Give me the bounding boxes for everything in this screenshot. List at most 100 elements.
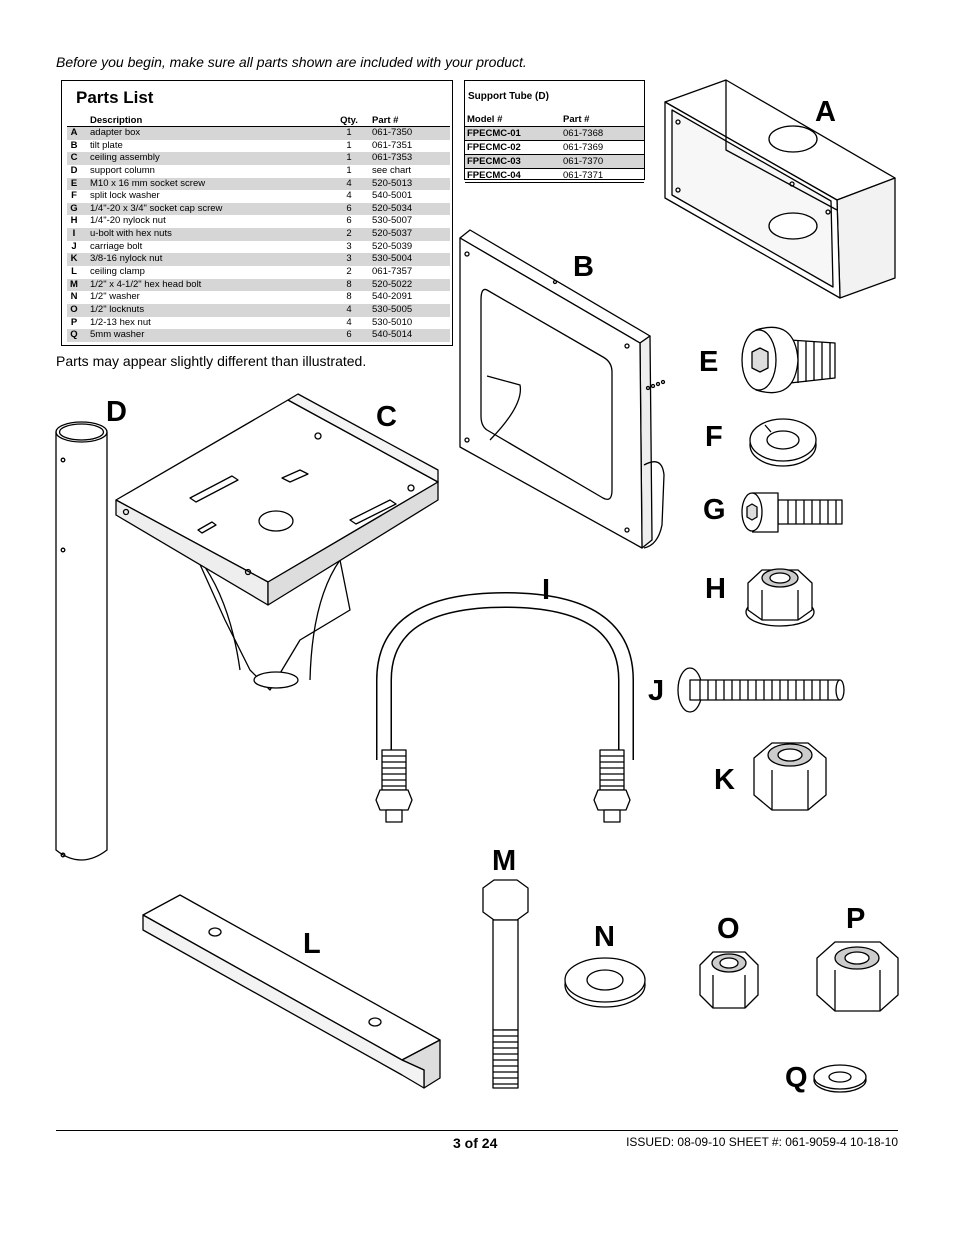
intro-text: Before you begin, make sure all parts sh…: [56, 54, 527, 70]
parts-list-title: Parts List: [76, 88, 154, 107]
part-number: 520-5037: [372, 228, 413, 240]
carriage-bolt-drawing: [677, 667, 845, 713]
part-description: 1/2-13 hex nut: [90, 316, 151, 328]
nylock-nut-drawing: [745, 568, 815, 627]
model-number: FPECMC-01: [467, 128, 521, 139]
nylock-nut-k-drawing: [753, 742, 827, 811]
part-qty: 4: [346, 190, 352, 202]
washer-drawing: [564, 957, 646, 1008]
part-number: see chart: [372, 164, 412, 176]
part-number: 061-7368: [563, 128, 604, 139]
part-description: u-bolt with hex nuts: [90, 228, 172, 240]
part-qty: 4: [346, 303, 352, 315]
part-number: 061-7350: [372, 127, 413, 138]
part-number: 520-5013: [372, 177, 413, 189]
part-description: tilt plate: [90, 139, 123, 151]
hex-head-bolt-drawing: [482, 879, 529, 1089]
label-e: E: [699, 346, 719, 378]
part-qty: 1: [346, 164, 352, 176]
part-qty: 1: [346, 139, 352, 151]
parts-table-header: Description Qty. Part #: [67, 114, 450, 127]
part-number: 530-5007: [372, 215, 413, 227]
part-number: 061-7369: [563, 142, 604, 153]
label-a: A: [815, 96, 836, 128]
disclaimer-note: Parts may appear slightly different than…: [56, 353, 367, 369]
part-description: 3/8-16 nylock nut: [90, 253, 163, 265]
part-description: adapter box: [90, 127, 141, 138]
footer-divider: [56, 1130, 898, 1131]
socket-screw-drawing: [741, 326, 836, 394]
support-tube-table: Support Tube (D) Model # Part # FPECMC-0…: [464, 80, 645, 183]
part-qty: 8: [346, 291, 352, 303]
split-lock-washer-drawing: [749, 418, 817, 467]
part-letter: O: [70, 303, 78, 315]
label-j: J: [648, 675, 665, 707]
part-description: M10 x 16 mm socket screw: [90, 177, 206, 189]
part-number: 520-5039: [372, 240, 413, 252]
part-qty: 4: [346, 177, 352, 189]
label-b: B: [573, 251, 594, 283]
part-number: 520-5034: [372, 202, 413, 214]
label-m: M: [492, 845, 517, 877]
label-q: Q: [785, 1062, 808, 1094]
part-number: 530-5005: [372, 303, 413, 315]
part-description: 1/4"-20 nylock nut: [90, 215, 166, 227]
model-number: FPECMC-03: [467, 156, 521, 167]
part-description: support column: [90, 164, 155, 176]
part-letter: F: [71, 190, 77, 202]
label-c: C: [376, 401, 397, 433]
tilt-plate-drawing: [459, 229, 666, 549]
locknut-drawing: [699, 951, 759, 1009]
part-qty: 2: [346, 228, 352, 240]
label-n: N: [594, 921, 615, 953]
part-description: ceiling assembly: [90, 152, 160, 164]
part-letter: N: [70, 291, 78, 303]
part-number: 530-5004: [372, 253, 413, 265]
part-qty: 6: [346, 329, 352, 341]
part-number: 061-7351: [372, 139, 413, 151]
part-number: 540-5014: [372, 329, 413, 341]
part-letter: H: [70, 215, 78, 227]
model-number: FPECMC-04: [467, 170, 521, 181]
table-row: FPECMC-01 061-7368: [465, 127, 644, 141]
part-qty: 1: [346, 127, 352, 138]
part-description: 1/2" washer: [90, 291, 140, 303]
socket-cap-screw-drawing: [741, 492, 843, 533]
part-number: 061-7371: [563, 170, 604, 181]
part-description: 1/4"-20 x 3/4" socket cap screw: [90, 202, 223, 214]
hex-nut-drawing: [816, 941, 899, 1012]
part-description: ceiling clamp: [90, 266, 145, 278]
part-letter: E: [70, 177, 78, 189]
ceiling-assembly-drawing: [115, 393, 439, 691]
table-row: E M10 x 16 mm socket screw 4 520-5013: [67, 177, 450, 191]
label-f: F: [705, 421, 723, 453]
label-g: G: [703, 494, 726, 526]
part-letter: D: [70, 164, 78, 176]
part-letter: B: [70, 139, 78, 151]
page-number: 3 of 24: [453, 1135, 498, 1151]
table-row: N 1/2" washer 8 540-2091: [67, 291, 450, 304]
label-i: I: [542, 574, 551, 606]
header-description: Description: [90, 115, 143, 126]
label-p: P: [846, 903, 866, 935]
part-number: 540-2091: [372, 291, 413, 303]
part-qty: 1: [346, 152, 352, 164]
part-description: 1/2" x 4-1/2" hex head bolt: [90, 278, 202, 290]
part-number: 530-5010: [372, 316, 413, 328]
part-letter: M: [70, 278, 78, 290]
part-letter: L: [71, 266, 77, 278]
